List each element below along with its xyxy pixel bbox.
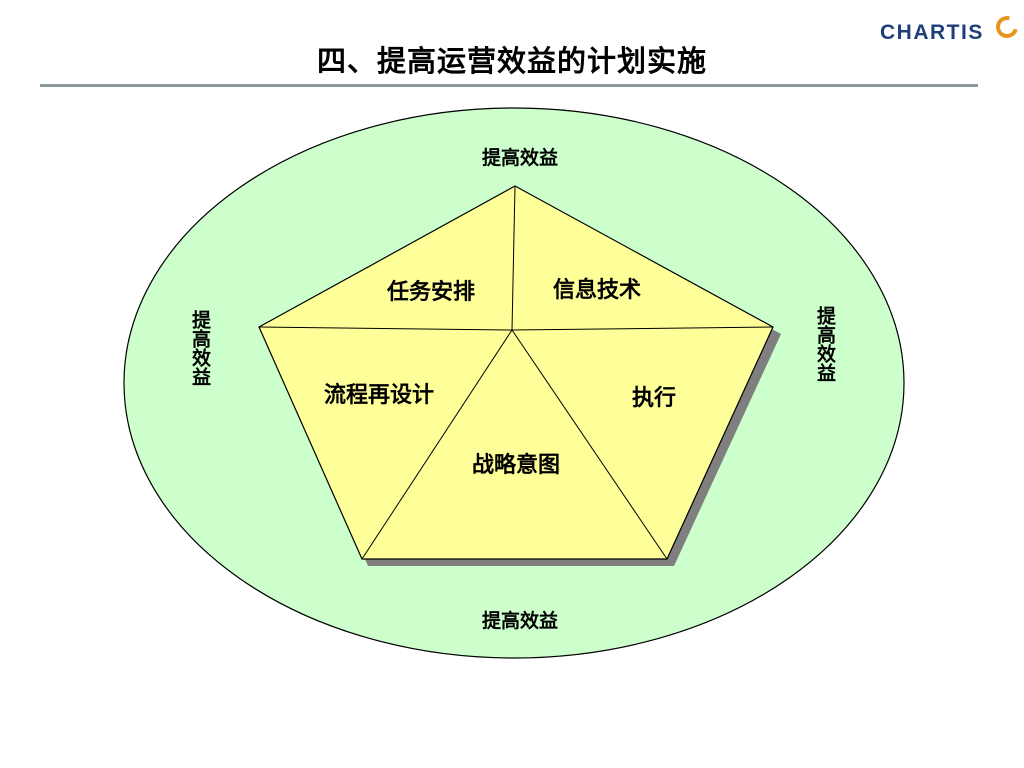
chartis-logo: CHARTIS xyxy=(880,11,1023,50)
divider-bottom-right xyxy=(511,329,668,560)
slide-title: 四、提高运营效益的计划实施 xyxy=(316,44,707,78)
segment-label-execution: 执行 xyxy=(632,385,676,411)
outer-label-left: 提高效益 xyxy=(189,309,211,386)
divider-right xyxy=(511,326,774,331)
segment-label-process-redesign: 流程再设计 xyxy=(324,382,434,408)
divider-top xyxy=(511,185,516,331)
outer-label-top: 提高效益 xyxy=(482,146,558,169)
divider-left xyxy=(258,326,513,331)
segment-label-task-arrangement: 任务安排 xyxy=(386,279,475,305)
pentagon xyxy=(258,185,774,560)
outer-label-right: 提高效益 xyxy=(814,305,836,382)
divider-bottom-left xyxy=(361,329,513,560)
segment-label-information-technology: 信息技术 xyxy=(553,277,641,303)
segment-label-strategic-intent: 战略意图 xyxy=(472,452,560,478)
logo-text: CHARTIS xyxy=(880,21,984,44)
outer-label-bottom: 提高效益 xyxy=(482,609,558,632)
pentagon-dividers xyxy=(258,185,774,560)
title-divider xyxy=(40,84,978,87)
